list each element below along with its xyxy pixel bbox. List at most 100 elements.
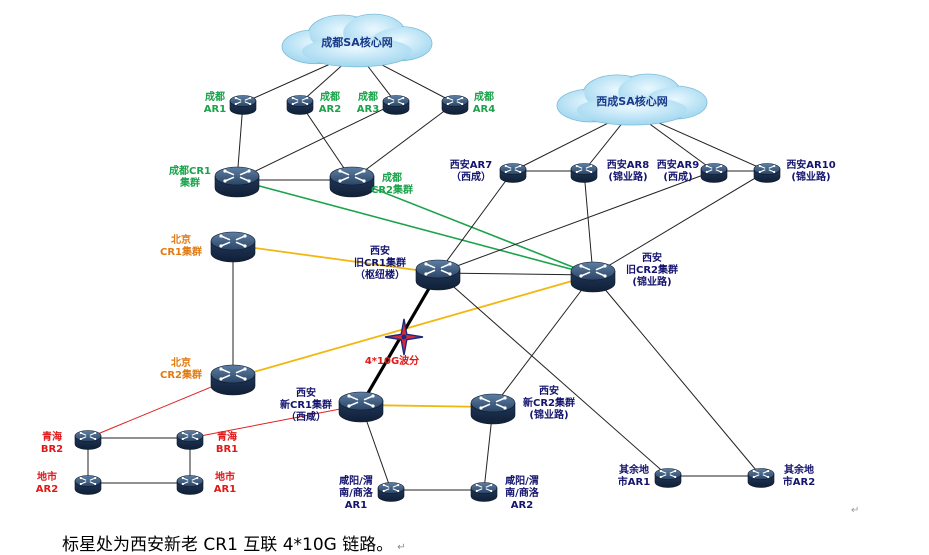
star-label: 4*10G波分 (365, 354, 419, 367)
node-label: 西安AR10(锦业路) (786, 158, 835, 183)
node-label: 其余地市AR1 (618, 463, 650, 488)
router-icon (654, 468, 682, 488)
router-icon (176, 430, 204, 450)
node-label: 西安AR9(西成) (657, 158, 699, 183)
link-xaocr2-xancr2 (492, 274, 594, 408)
cloud-label: 西成SA核心网 (596, 94, 667, 108)
node-label: 西安新CR2集群(锦业路) (523, 384, 575, 421)
router-icon (570, 163, 598, 183)
caption-body: 标星处为西安新老 CR1 互联 4*10G 链路。 (62, 535, 394, 555)
router-icon (570, 261, 616, 293)
router-icon (74, 430, 102, 450)
link-bjcr2-xaocr2 (232, 274, 594, 379)
star-layer: 4*10G波分 (365, 318, 424, 367)
router-icon (441, 95, 469, 115)
link-xaar7-xaocr1 (437, 170, 514, 274)
node-label: 西安旧CR1集群（枢纽楼） (354, 244, 406, 281)
node-qtar2[interactable]: 其余地市AR2 (747, 463, 815, 488)
link-xaocr1-qtar1 (437, 272, 669, 477)
node-xaar9[interactable]: 西安AR9(西成) (657, 158, 728, 183)
link-xaar9-xaocr1 (437, 170, 715, 274)
node-xancr1[interactable]: 西安新CR1集群（西咸） (280, 386, 384, 423)
link-bjcr1-xaocr1 (232, 244, 439, 274)
node-label: 其余地市AR2 (783, 463, 815, 488)
link-cdar4-cdcr2 (351, 102, 456, 181)
router-icon (329, 166, 375, 198)
router-icon (74, 475, 102, 495)
router-icon (753, 163, 781, 183)
router-icon (747, 468, 775, 488)
router-icon (499, 163, 527, 183)
paragraph-mark: ↵ (851, 505, 860, 516)
cloud-label: 成都SA核心网 (321, 35, 392, 49)
link-xaocr1-xaocr2 (437, 272, 594, 276)
node-xancr2[interactable]: 西安新CR2集群(锦业路) (470, 384, 575, 425)
router-icon (286, 95, 314, 115)
router-icon (470, 482, 498, 502)
link-bjcr2-qhbr2 (87, 377, 234, 439)
node-label: 西安AR7（西成） (450, 158, 492, 183)
star-marker (384, 318, 424, 356)
link-cdar2-cdcr2 (299, 102, 353, 181)
router-icon (176, 475, 204, 495)
link-xancr1-qhbr1 (189, 404, 362, 439)
node-label: 西安新CR1集群（西咸） (280, 386, 332, 423)
cloud-c1: 成都SA核心网 (281, 13, 433, 68)
router-icon (338, 391, 384, 423)
node-xaar10[interactable]: 西安AR10(锦业路) (753, 158, 836, 183)
router-icon (210, 364, 256, 396)
router-icon (210, 231, 256, 263)
link-cdcr2-xaocr2 (351, 179, 594, 276)
link-cdcr1-xaocr2 (236, 179, 594, 276)
router-icon (700, 163, 728, 183)
node-label: 西安旧CR2集群(锦业路) (626, 251, 678, 288)
caption-return-mark: ↵ (397, 542, 406, 553)
router-icon (229, 95, 257, 115)
node-xaar7[interactable]: 西安AR7（西成） (450, 158, 527, 183)
router-icon (377, 482, 405, 502)
link-xaocr2-qtar2 (592, 274, 762, 477)
link-xaar10-xaocr2 (592, 170, 768, 276)
link-cdar3-cdcr1 (236, 102, 397, 181)
router-icon (214, 166, 260, 198)
node-xaocr1[interactable]: 西安旧CR1集群（枢纽楼） (354, 244, 461, 291)
node-xaar8[interactable]: 西安AR8(锦业路) (570, 158, 649, 183)
node-xaocr2[interactable]: 西安旧CR2集群(锦业路) (570, 251, 678, 293)
router-icon (415, 259, 461, 291)
caption-text: 标星处为西安新老 CR1 互联 4*10G 链路。↵ (62, 530, 406, 555)
node-qtar1[interactable]: 其余地市AR1 (618, 463, 682, 488)
router-icon (382, 95, 410, 115)
node-label: 西安AR8(锦业路) (607, 158, 649, 183)
